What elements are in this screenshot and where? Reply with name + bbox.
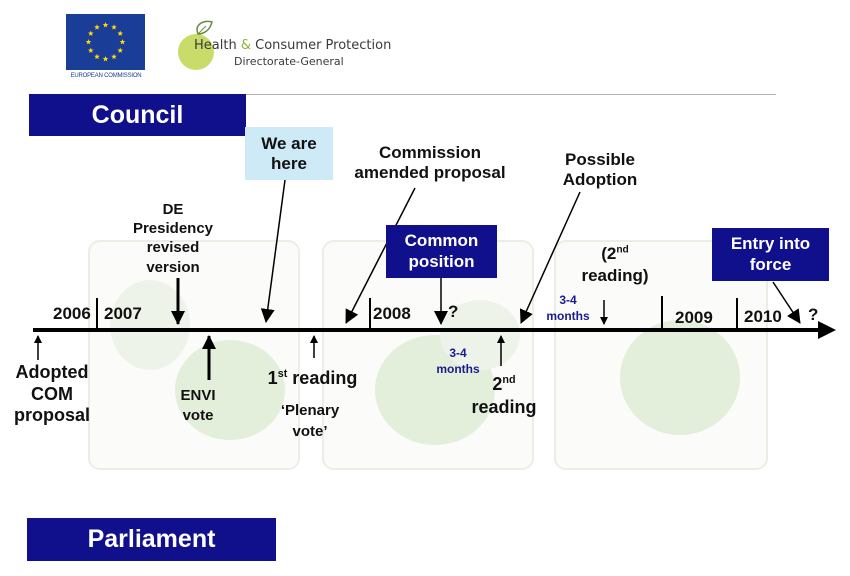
eu-star-icon bbox=[87, 47, 94, 53]
dg-title-line1: Health & Consumer Protection bbox=[194, 38, 391, 53]
eu-star-icon bbox=[94, 53, 100, 60]
adopted-com-label: Adopted COM proposal bbox=[4, 362, 100, 427]
timeline-axis-arrowhead bbox=[818, 321, 836, 339]
plenary-vote-label: ‘Plenary vote’ bbox=[265, 400, 355, 442]
entry-into-force-box: Entry into force bbox=[712, 228, 829, 281]
de-presidency-line2: Presidency bbox=[132, 220, 214, 238]
eu-star-icon bbox=[102, 56, 109, 62]
we-are-here-line2: here bbox=[271, 153, 307, 173]
second-reading-parl-num: 2 bbox=[492, 374, 503, 394]
eu-star-icon bbox=[87, 30, 94, 36]
first-reading-label: 1st reading bbox=[255, 368, 370, 389]
de-presidency-line3: revised bbox=[146, 239, 200, 257]
eu-logo-text: EUROPEAN COMMISSION bbox=[70, 73, 142, 79]
entry-into-force-line1: Entry into bbox=[730, 234, 811, 254]
envi-vote-label: ENVI vote bbox=[170, 386, 226, 425]
second-reading-parl-label: 2nd reading bbox=[463, 373, 545, 418]
second-reading-parl-line1: 2nd bbox=[463, 373, 545, 396]
plenary-vote-line2: vote’ bbox=[292, 423, 328, 440]
common-position-line1: Common bbox=[404, 231, 479, 251]
months-top-line2: months bbox=[546, 308, 590, 323]
second-reading-council-sup: nd bbox=[616, 244, 629, 256]
eu-logo: EUROPEAN COMMISSION bbox=[66, 14, 146, 82]
possible-adoption-line2: Adoption bbox=[562, 169, 638, 189]
parliament-label: Parliament bbox=[27, 518, 276, 561]
eu-star-icon bbox=[94, 24, 100, 30]
second-reading-council-line1: (2nd bbox=[560, 243, 670, 265]
year-2008: 2008 bbox=[373, 304, 411, 323]
eu-star-icon bbox=[117, 30, 124, 36]
adopted-com-line2: COM bbox=[31, 383, 73, 404]
commission-amended-line1: Commission bbox=[378, 143, 482, 162]
second-reading-parl-line2: reading bbox=[471, 396, 537, 417]
de-presidency-line1: DE bbox=[162, 201, 184, 218]
dg-logo: Health & Consumer Protection Directorate… bbox=[176, 18, 396, 78]
we-are-here-line1: We are bbox=[261, 133, 317, 153]
eu-star-icon bbox=[85, 39, 92, 45]
possible-adoption-arrow bbox=[519, 191, 581, 324]
second-reading-council-open: (2 bbox=[601, 244, 617, 263]
question-mark-end: ? bbox=[808, 305, 819, 324]
background-fruit-left bbox=[175, 340, 285, 440]
months-top-line1: 3-4 bbox=[559, 293, 577, 307]
dg-title-line2: Directorate-General bbox=[234, 55, 344, 68]
eu-star-icon bbox=[111, 53, 117, 60]
year-2006: 2006 bbox=[53, 304, 91, 323]
adopted-com-line1: Adopted bbox=[15, 362, 89, 382]
dg-title-health: Health bbox=[194, 38, 237, 53]
possible-adoption-label: Possible Adoption bbox=[545, 150, 655, 189]
dg-title-ampersand: & bbox=[240, 38, 251, 53]
commission-amended-arrow bbox=[345, 187, 416, 324]
eu-star-icon bbox=[119, 39, 126, 45]
dg-leaf-icon bbox=[178, 20, 214, 70]
eu-stars-icon bbox=[85, 22, 126, 62]
common-position-box: Common position bbox=[386, 225, 497, 278]
months-top-label: 3-4 months bbox=[538, 293, 598, 324]
adopted-com-line3: proposal bbox=[13, 405, 90, 426]
de-presidency-line4: version bbox=[146, 258, 200, 276]
council-label: Council bbox=[29, 94, 246, 136]
eu-star-icon bbox=[111, 24, 117, 30]
second-reading-parl-sup: nd bbox=[502, 374, 516, 386]
year-2009: 2009 bbox=[675, 308, 713, 327]
months-bottom-line1: 3-4 bbox=[449, 346, 467, 360]
second-reading-council-label: (2nd reading) bbox=[560, 243, 670, 287]
commission-amended-label: Commission amended proposal bbox=[340, 143, 520, 182]
eu-star-icon bbox=[102, 22, 109, 28]
header-divider bbox=[246, 94, 776, 95]
first-reading-sup: st bbox=[277, 368, 288, 380]
envi-vote-line1: ENVI bbox=[180, 387, 216, 404]
second-reading-council-line2: reading) bbox=[581, 266, 649, 286]
common-position-line2: position bbox=[408, 251, 475, 271]
question-mark-2008: ? bbox=[448, 302, 459, 321]
year-2010: 2010 bbox=[744, 307, 782, 326]
entry-into-force-line2: force bbox=[749, 254, 792, 274]
background-fruit-right bbox=[620, 320, 740, 435]
entry-into-force-arrow bbox=[772, 281, 801, 324]
plenary-vote-line1: ‘Plenary bbox=[280, 402, 340, 419]
first-reading-rest: reading bbox=[287, 368, 358, 388]
eu-flag bbox=[66, 14, 145, 70]
first-reading-num: 1 bbox=[267, 368, 278, 388]
de-presidency-label: DE Presidency revised version bbox=[118, 200, 228, 277]
possible-adoption-line1: Possible bbox=[565, 150, 635, 169]
months-bottom-label: 3-4 months bbox=[428, 346, 488, 377]
we-are-here-arrow bbox=[260, 179, 286, 323]
eu-star-icon bbox=[117, 47, 124, 53]
commission-amended-line2: amended proposal bbox=[354, 162, 506, 182]
background-fruit-middle-2 bbox=[440, 300, 520, 370]
year-2007: 2007 bbox=[104, 304, 142, 323]
dg-title-consumer: Consumer Protection bbox=[255, 38, 392, 53]
months-bottom-line2: months bbox=[436, 361, 480, 376]
envi-vote-line2: vote bbox=[182, 406, 214, 424]
we-are-here-box: We are here bbox=[245, 127, 333, 180]
